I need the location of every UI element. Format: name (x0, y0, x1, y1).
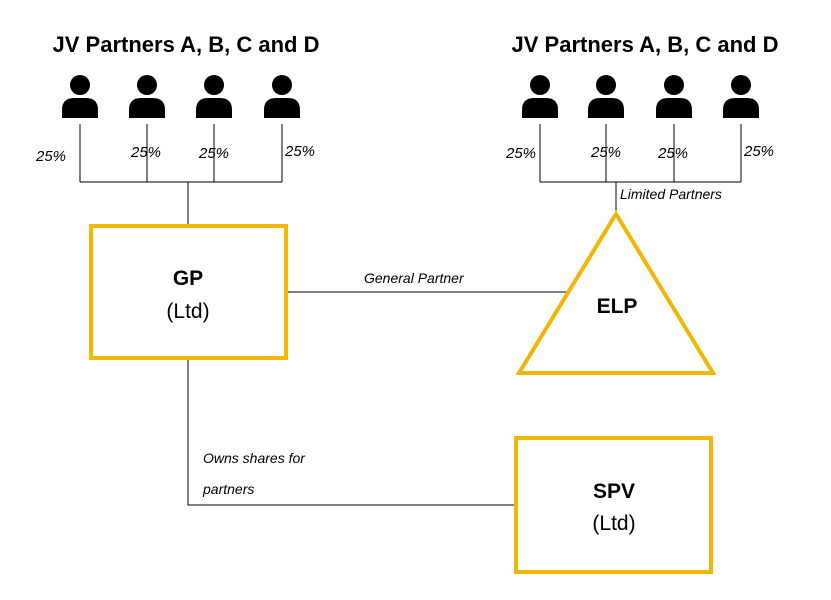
person-icon (522, 75, 558, 118)
person-icon (588, 75, 624, 118)
left-share-d: 25% (284, 143, 315, 160)
right-group-title: JV Partners A, B, C and D (512, 32, 779, 57)
gp-name: GP (173, 267, 203, 290)
spv-name: SPV (593, 480, 635, 503)
owns-shares-label-line1: Owns shares for (203, 450, 306, 466)
gp-box: GP (Ltd) (89, 224, 288, 360)
gp-spv-link (187, 360, 516, 506)
person-icon (196, 75, 232, 118)
person-icon (62, 75, 98, 118)
left-group-title: JV Partners A, B, C and D (53, 32, 320, 57)
spv-type: (Ltd) (592, 512, 635, 535)
right-share-b: 25% (590, 144, 621, 161)
spv-box: SPV (Ltd) (514, 436, 713, 574)
person-icon (723, 75, 759, 118)
right-share-d: 25% (743, 143, 774, 160)
right-partner-icons (522, 75, 759, 118)
right-share-c: 25% (657, 145, 688, 162)
left-partner-icons (62, 75, 300, 118)
right-ownership-lines (539, 124, 742, 214)
left-share-b: 25% (130, 144, 161, 161)
left-share-a: 25% (35, 148, 66, 165)
left-share-c: 25% (198, 145, 229, 162)
person-icon (264, 75, 300, 118)
person-icon (129, 75, 165, 118)
owns-shares-label-line2: partners (202, 481, 254, 497)
general-partner-label: General Partner (364, 270, 465, 286)
gp-type: (Ltd) (166, 300, 209, 323)
left-ownership-lines (79, 124, 283, 226)
right-share-a: 25% (505, 145, 536, 162)
person-icon (656, 75, 692, 118)
elp-triangle: ELP (515, 210, 717, 375)
elp-name: ELP (597, 295, 638, 318)
limited-partners-label: Limited Partners (620, 186, 722, 202)
